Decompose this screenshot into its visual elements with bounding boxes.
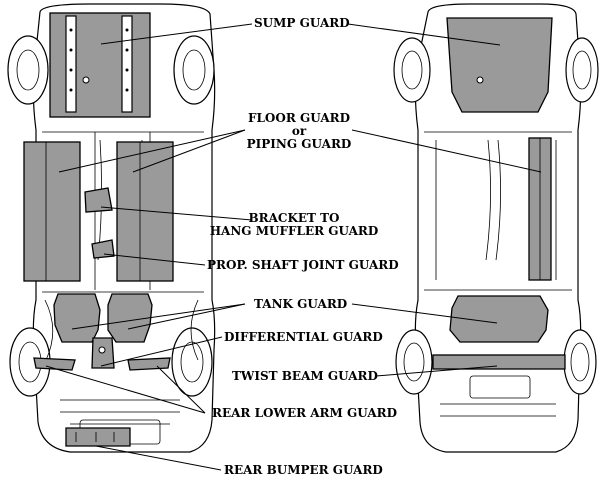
label-sump-guard: SUMP GUARD <box>254 17 350 30</box>
rear-lower-arm-guard-left <box>33 357 76 371</box>
rear-lower-arm-guard-right <box>127 357 171 371</box>
prop-shaft-joint-guard <box>91 239 115 259</box>
tank-guard-right-car <box>449 295 549 343</box>
right-car-underside <box>393 3 599 453</box>
sump-guard-right <box>446 17 553 113</box>
leader-lines <box>45 23 542 471</box>
floor-guard-right <box>116 141 174 282</box>
label-tank-guard: TANK GUARD <box>254 298 347 311</box>
left-front-wheel <box>7 35 49 105</box>
label-prop-shaft-text: PROP. SHAFT JOINT GUARD <box>207 258 399 272</box>
right-front-wheel <box>173 35 215 105</box>
label-muffler-bracket: BRACKET TO HANG MUFFLER GUARD <box>204 212 384 238</box>
tank-guard-left <box>53 293 101 343</box>
label-floor-guard-line2: PIPING GUARD <box>246 137 352 151</box>
label-rear-bumper-guard: REAR BUMPER GUARD <box>224 464 383 477</box>
label-tank-guard-text: TANK GUARD <box>254 297 348 311</box>
left-car-underside <box>7 3 216 453</box>
label-twist-beam-guard-text: TWIST BEAM GUARD <box>232 369 378 383</box>
twist-beam-guard <box>432 354 566 370</box>
label-bracket-line1: BRACKET TO <box>248 211 340 225</box>
muffler-bracket <box>84 187 113 213</box>
label-differential-guard: DIFFERENTIAL GUARD <box>224 331 383 344</box>
label-rear-lower-arm-guard: REAR LOWER ARM GUARD <box>212 407 397 420</box>
right-rear-wheel <box>171 327 213 397</box>
label-differential-guard-text: DIFFERENTIAL GUARD <box>224 330 383 344</box>
label-rear-bumper-guard-text: REAR BUMPER GUARD <box>224 463 383 477</box>
label-floor-guard-or: or <box>291 124 307 138</box>
label-rear-lower-arm-guard-text: REAR LOWER ARM GUARD <box>212 406 398 420</box>
label-floor-guard-line1: FLOOR GUARD <box>247 111 351 125</box>
label-twist-beam-guard: TWIST BEAM GUARD <box>232 370 378 383</box>
floor-guard-left <box>23 141 81 282</box>
label-prop-shaft-joint-guard: PROP. SHAFT JOINT GUARD <box>207 259 399 272</box>
sump-guard-left <box>49 12 151 118</box>
label-bracket-line2: HANG MUFFLER GUARD <box>209 224 379 238</box>
label-floor-guard: FLOOR GUARD or PIPING GUARD <box>243 112 355 151</box>
label-sump-guard-text: SUMP GUARD <box>254 16 350 30</box>
tank-guard-right <box>107 293 153 343</box>
